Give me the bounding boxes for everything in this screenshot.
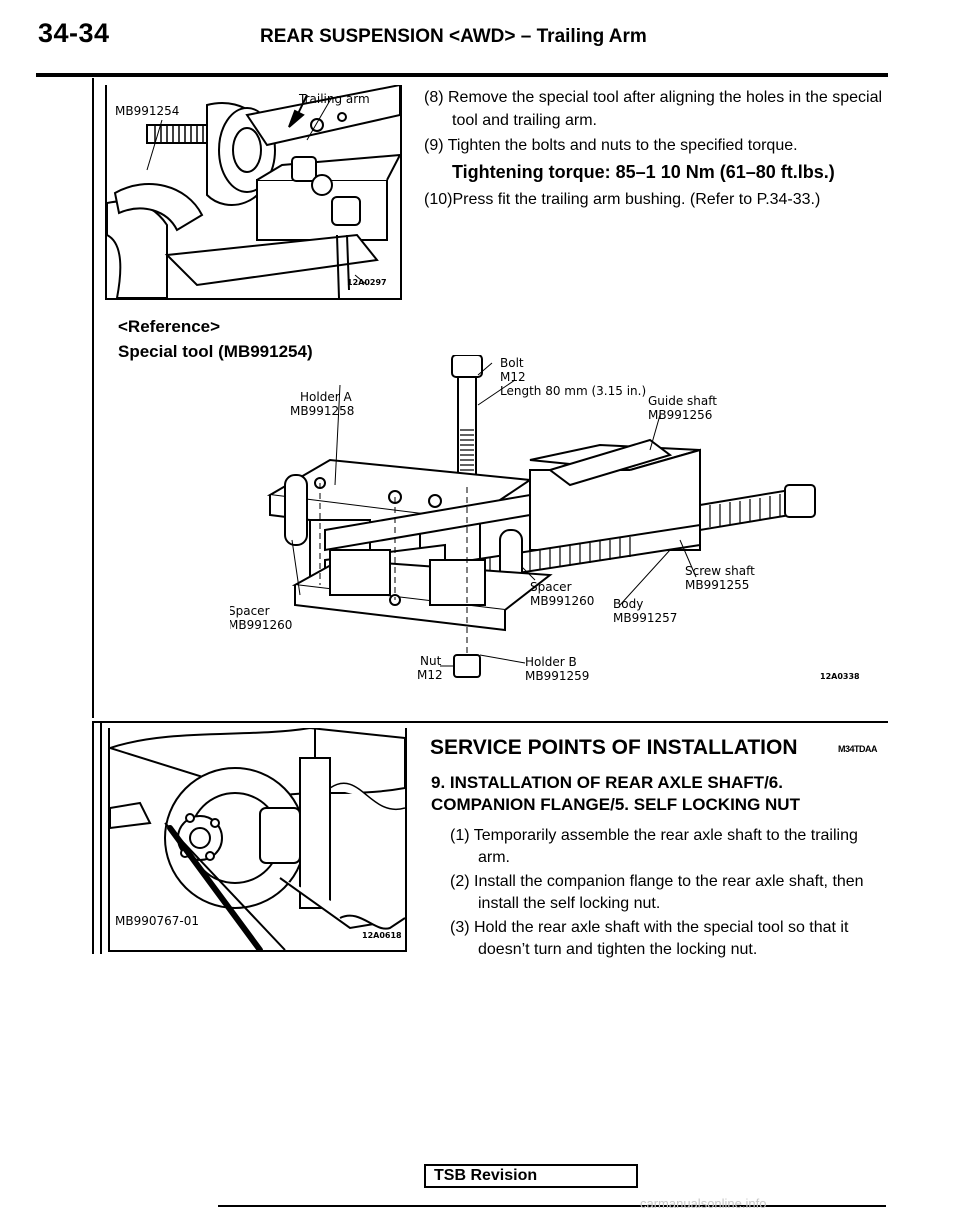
label-tool-number: MB990767-01 (115, 914, 199, 928)
label-body-pn: MB991257 (613, 611, 677, 625)
service-step-2: (2) Install the companion flange to the … (450, 873, 864, 912)
footer-rule (218, 1205, 886, 1207)
watermark: carmanualsonline.info (640, 1196, 767, 1211)
service-item-9: 9. INSTALLATION OF REAR AXLE SHAFT/6. CO… (431, 773, 800, 814)
label-tool-number: MB991254 (115, 104, 179, 118)
reference-heading: <Reference> (118, 317, 221, 336)
label-bolt-length: Length 80 mm (3.15 in.) (500, 384, 646, 398)
page-number: 34-34 (38, 18, 110, 48)
label-screw-shaft-pn: MB991255 (685, 578, 749, 592)
special-tool-exploded-diagram: Bolt M12 Length 80 mm (3.15 in.) Holder … (230, 355, 860, 683)
label-trailing-arm: Trailing arm (298, 92, 370, 106)
margin-bar (92, 78, 94, 718)
label-screw-shaft: Screw shaft (685, 564, 755, 578)
header-rule (36, 73, 888, 77)
label-bolt-size: M12 (500, 370, 526, 384)
tightening-torque: Tightening torque: 85–1 10 Nm (61–80 ft.… (452, 162, 835, 182)
margin-bar (92, 722, 94, 954)
label-body: Body (613, 597, 643, 611)
label-guide-shaft: Guide shaft (648, 394, 717, 408)
figure-code: 12A0618 (362, 931, 402, 940)
installation-steps: (8) Remove the special tool after aligni… (424, 86, 884, 213)
label-spacer-right: Spacer (530, 580, 572, 594)
figure-code: 12A0338 (820, 672, 860, 681)
label-guide-shaft-pn: MB991256 (648, 408, 712, 422)
label-spacer-left: Spacer (230, 604, 270, 618)
page-title: REAR SUSPENSION <AWD> – Trailing Arm (260, 26, 647, 47)
step-9: (9) Tighten the bolts and nuts to the sp… (424, 137, 798, 154)
figure-code: 12A0297 (347, 278, 387, 287)
label-bolt: Bolt (500, 356, 524, 370)
section-heading: SERVICE POINTS OF INSTALLATION (430, 736, 798, 759)
figure-trailing-arm-tool: MB991254 Trailing arm 12A0297 (105, 83, 402, 300)
label-spacer-left-pn: MB991260 (230, 618, 292, 632)
margin-bar (100, 722, 102, 954)
rear-axle-illustration: MB990767-01 12A0618 (106, 726, 406, 953)
step-10: (10)Press fit the trailing arm bushing. … (424, 191, 821, 208)
special-tool-title: Special tool (MB991254) (118, 342, 313, 361)
tsb-revision-box: TSB Revision (424, 1164, 638, 1188)
service-steps: (1) Temporarily assemble the rear axle s… (450, 825, 888, 963)
section-code: M34TDAA (838, 744, 878, 754)
service-step-1: (1) Temporarily assemble the rear axle s… (450, 827, 858, 866)
service-step-3: (3) Hold the rear axle shaft with the sp… (450, 919, 849, 958)
label-nut-size: M12 (417, 668, 443, 682)
label-holder-b: Holder B (525, 655, 577, 669)
label-holder-b-pn: MB991259 (525, 669, 589, 683)
trailing-arm-illustration: MB991254 Trailing arm 12A0297 (106, 83, 402, 299)
step-8: (8) Remove the special tool after aligni… (424, 89, 883, 129)
figure-rear-axle-tool: MB990767-01 12A0618 (106, 726, 407, 953)
label-holder-a: Holder A (300, 390, 352, 404)
label-spacer-right-pn: MB991260 (530, 594, 594, 608)
label-nut: Nut (420, 654, 442, 668)
label-holder-a-pn: MB991258 (290, 404, 354, 418)
section-divider (92, 721, 888, 723)
